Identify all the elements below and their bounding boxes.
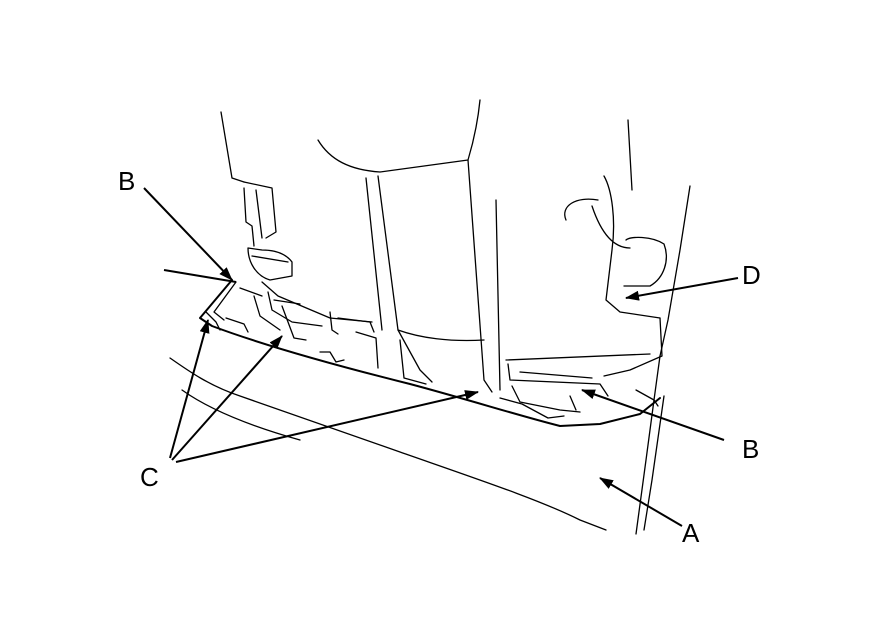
- center-console-outline: [317, 99, 501, 393]
- callout-label-b-lower: B: [742, 434, 759, 464]
- console-line-art: [169, 99, 691, 535]
- left-seat-outline: [220, 111, 375, 341]
- leader-b-lower: [581, 389, 725, 441]
- callout-labels: B C D B A: [118, 166, 761, 548]
- leader-c-1: [169, 319, 210, 459]
- console-tray-outline: [199, 279, 661, 427]
- leader-a: [599, 477, 683, 527]
- right-seat-outline: [505, 119, 691, 413]
- callout-leaders: [143, 187, 739, 527]
- callout-label-b-upper: B: [118, 166, 135, 196]
- callout-label-c: C: [140, 462, 159, 492]
- callout-label-d: D: [742, 260, 761, 290]
- leader-c-3: [175, 390, 479, 463]
- leader-c-2: [171, 335, 283, 461]
- leader-b-upper-reference: [163, 269, 237, 283]
- leader-d: [625, 277, 739, 301]
- lower-panel-outline: [169, 355, 665, 535]
- callout-label-a: A: [682, 518, 700, 548]
- leader-b-upper: [143, 187, 233, 281]
